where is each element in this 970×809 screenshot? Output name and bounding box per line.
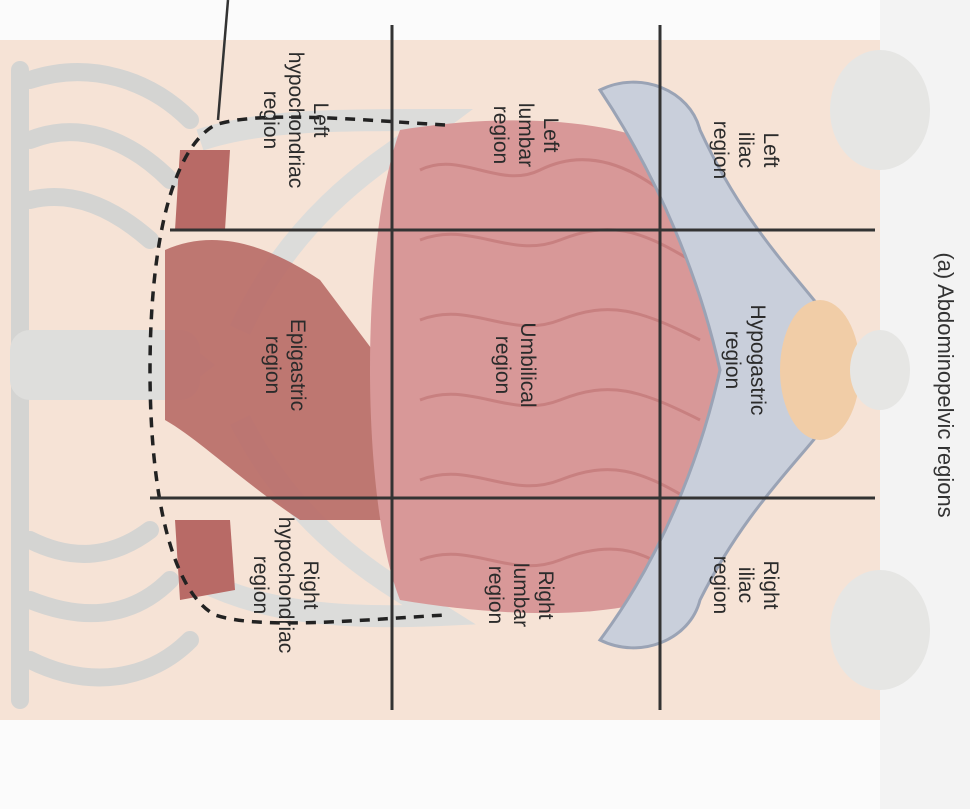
region-label-line: region (708, 30, 733, 270)
figure-caption: (a) Abdominopelvic regions (932, 175, 958, 595)
region-label-line: iliac (733, 30, 758, 270)
region-label-line: region (490, 245, 515, 485)
region-label-line: Hypogastric (745, 240, 770, 480)
region-label-line: region (720, 240, 745, 480)
bladder (780, 300, 860, 440)
region-label-line: region (248, 465, 273, 705)
region-label-line: Epigastric (285, 245, 310, 485)
region-label-line: region (708, 465, 733, 705)
region-label-line: region (260, 245, 285, 485)
region-label-line: Left (758, 30, 783, 270)
region-label-line: region (488, 15, 513, 255)
region-label-line: iliac (733, 465, 758, 705)
region-label-line: Right (533, 475, 558, 715)
region-label-line: lumbar (513, 15, 538, 255)
region-label-line: region (483, 475, 508, 715)
region-label-line: hypochondriac (273, 465, 298, 705)
region-label-line: Left (308, 0, 333, 240)
region-label-line: Umbilical (515, 245, 540, 485)
right-muscle-patch (175, 520, 235, 600)
region-label-line: hypochondriac (283, 0, 308, 240)
region-label-line: region (258, 0, 283, 240)
region-label-line: Right (298, 465, 323, 705)
region-label-line: Right (758, 465, 783, 705)
region-label-line: lumbar (508, 475, 533, 715)
region-label-line: Left (538, 15, 563, 255)
left-muscle-patch (175, 150, 230, 230)
